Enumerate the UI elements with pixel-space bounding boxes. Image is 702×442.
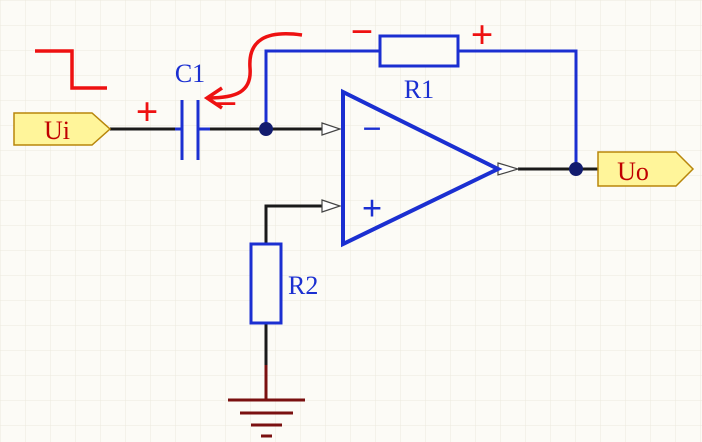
r1-left-polarity: − [351, 9, 374, 54]
annotations [35, 32, 303, 110]
resistor-r1 [378, 34, 460, 68]
opamp-symbol [341, 88, 503, 248]
output-port-label: Uo [617, 157, 649, 186]
input-port-label: Ui [44, 116, 70, 145]
pin-arrow-noninverting [321, 199, 342, 213]
junction-dot-inverting [259, 122, 273, 136]
resistor-r2 [249, 242, 283, 325]
cap-left-polarity: + [136, 89, 159, 134]
c1-label: C1 [175, 59, 205, 88]
r2-label: R2 [288, 271, 318, 300]
opamp-noninverting-symbol: + [362, 188, 383, 228]
feedback-path [264, 49, 578, 169]
discharge-arrowhead [203, 86, 223, 110]
cap-right-polarity: − [215, 81, 238, 126]
step-waveform [35, 49, 107, 90]
opamp-inverting-symbol: − [362, 111, 381, 148]
discharge-arrow [207, 32, 303, 100]
wire-noninverting [264, 204, 322, 244]
pin-markers [321, 122, 521, 213]
r1-label: R1 [404, 75, 434, 104]
pin-arrow-inverting [321, 122, 342, 136]
capacitor-c1 [175, 100, 210, 160]
ground-symbol [228, 365, 305, 438]
output-port: Uo [597, 151, 695, 187]
r1-right-polarity: + [471, 12, 494, 57]
input-port: Ui [13, 112, 112, 146]
junction-dot-output [569, 162, 583, 176]
